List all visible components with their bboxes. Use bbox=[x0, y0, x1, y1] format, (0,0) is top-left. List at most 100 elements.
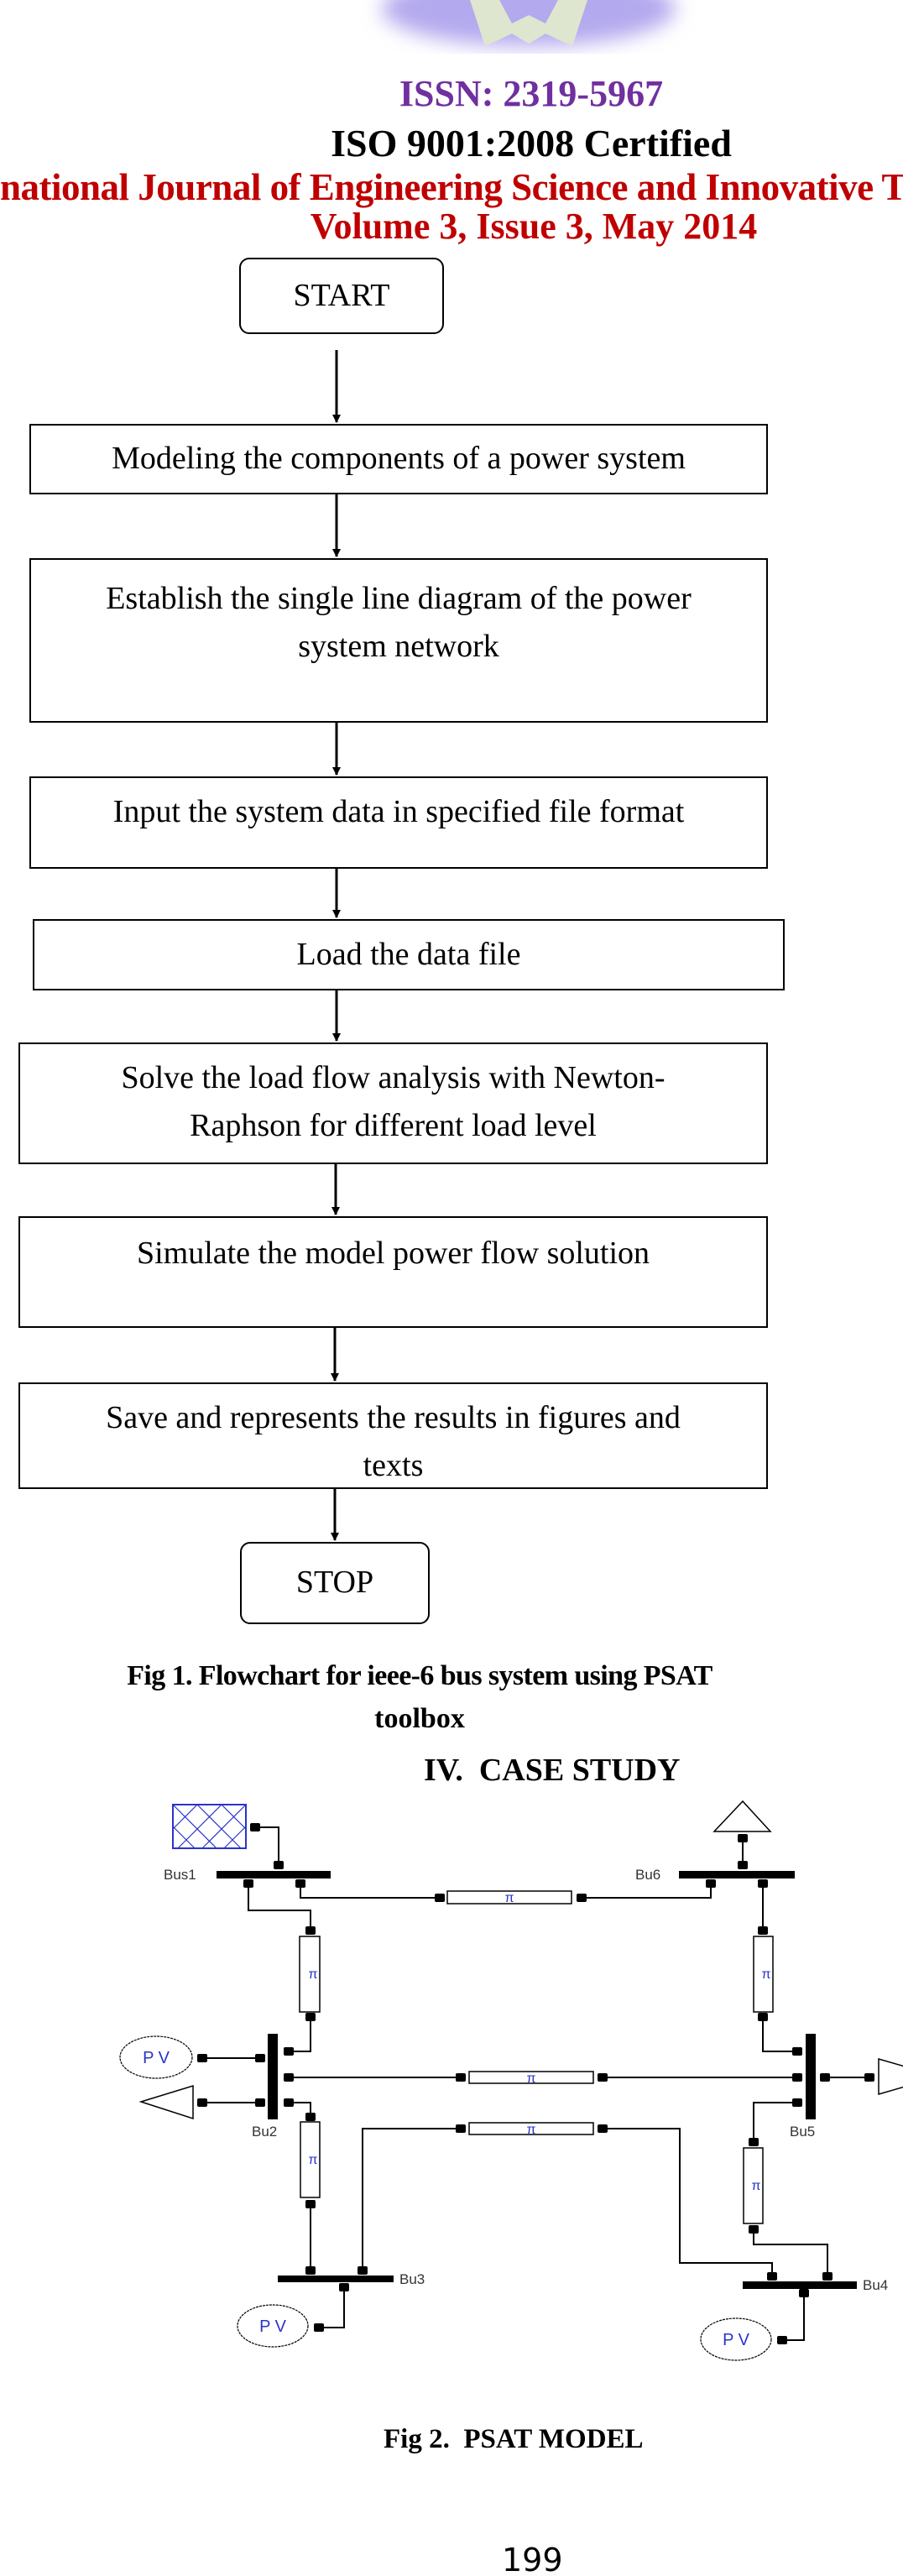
load-triangle-icon bbox=[138, 2084, 194, 2120]
step-text: Solve the load flow analysis with Newton… bbox=[121, 1060, 666, 1095]
flowchart-step-6: Simulate the model power flow solution bbox=[18, 1216, 768, 1328]
flowchart-step-5: Solve the load flow analysis with Newton… bbox=[18, 1042, 768, 1164]
port-connector-icon bbox=[456, 2073, 466, 2082]
transmission-line bbox=[299, 1936, 321, 2013]
wire bbox=[753, 2102, 797, 2142]
pi-line-icon: π bbox=[751, 2179, 760, 2193]
wire bbox=[753, 2229, 828, 2276]
port-connector-icon bbox=[598, 2124, 608, 2133]
transmission-line bbox=[446, 1890, 572, 1905]
port-connector-icon bbox=[305, 1926, 316, 1935]
iso-certification-text: ISO 9001:2008 Certified bbox=[331, 122, 732, 165]
transmission-line bbox=[300, 2121, 321, 2198]
psat-model-diagram: Bus1 Bu6 Bu2 Bu5 Bu3 Bu4 π π π π π π π bbox=[119, 1800, 903, 2361]
issn-text: ISSN: 2319-5967 bbox=[399, 73, 664, 114]
figure-1-caption: Fig 1. Flowchart for ieee-6 bus system u… bbox=[127, 1660, 712, 1691]
port-connector-icon bbox=[792, 2047, 802, 2056]
flowchart-arrows bbox=[331, 350, 341, 1541]
journal-logo-watermark bbox=[382, 0, 676, 46]
wire bbox=[260, 1826, 279, 1865]
port-connector-icon bbox=[255, 2098, 265, 2107]
port-connector-icon bbox=[295, 1879, 305, 1888]
port-connector-icon bbox=[738, 1861, 748, 1869]
wire bbox=[289, 2017, 311, 2052]
bus-bar-2 bbox=[268, 2034, 278, 2119]
pv-generator-icon bbox=[119, 2035, 193, 2079]
port-connector-icon bbox=[250, 1823, 260, 1831]
port-connector-icon bbox=[305, 2013, 316, 2021]
step-text: Raphson for different load level bbox=[190, 1108, 597, 1143]
wire bbox=[762, 2017, 797, 2052]
flowchart-step-4: Load the data file bbox=[33, 919, 785, 990]
transmission-line bbox=[743, 2147, 764, 2224]
load-triangle-icon bbox=[712, 1800, 772, 1832]
wire bbox=[300, 1884, 440, 1899]
pv-label: P V bbox=[259, 2317, 287, 2336]
port-connector-icon bbox=[598, 2073, 608, 2082]
port-connector-icon bbox=[243, 1879, 253, 1888]
start-label: START bbox=[293, 278, 390, 313]
port-connector-icon bbox=[197, 2054, 207, 2062]
wires bbox=[202, 1826, 869, 2341]
bus-label: Bu3 bbox=[399, 2271, 425, 2287]
stop-label: STOP bbox=[295, 1565, 374, 1600]
step-text: Input the system data in specified file … bbox=[112, 794, 685, 829]
port-connector-icon bbox=[758, 2013, 768, 2021]
port-connector-icon bbox=[456, 2124, 466, 2133]
step-text: Load the data file bbox=[296, 937, 521, 972]
pv-label: P V bbox=[143, 2049, 170, 2067]
bus-bar-1 bbox=[217, 1871, 331, 1878]
port-connector-icon bbox=[758, 1926, 768, 1935]
bus-label: Bus1 bbox=[164, 1867, 196, 1883]
bus-label: Bu4 bbox=[863, 2277, 888, 2293]
wire bbox=[582, 1884, 712, 1899]
port-connector-icon bbox=[864, 2073, 874, 2082]
port-connector-icon bbox=[197, 2098, 207, 2107]
bus-bar-6 bbox=[679, 1871, 795, 1878]
port-connector-icon bbox=[822, 2272, 833, 2281]
bus-bar-5 bbox=[806, 2034, 816, 2119]
step-text: Save and represents the results in figur… bbox=[106, 1400, 681, 1435]
bus-label: Bu2 bbox=[252, 2124, 277, 2140]
port-connector-icon bbox=[577, 1894, 587, 1902]
port-connector-icon bbox=[284, 2073, 294, 2082]
flowchart-step-2: Establish the single line diagram of the… bbox=[29, 558, 768, 723]
wire bbox=[319, 2287, 345, 2328]
pi-line-icon: π bbox=[526, 2072, 535, 2086]
port-connector-icon bbox=[792, 2073, 802, 2082]
wire bbox=[782, 2293, 805, 2341]
port-connector-icon bbox=[749, 2138, 759, 2146]
figure-2-caption: Fig 2. PSAT MODEL bbox=[384, 2424, 644, 2454]
page-number: 199 bbox=[502, 2542, 563, 2576]
pv-generator-icon bbox=[700, 2317, 772, 2361]
port-connector-icon bbox=[706, 1879, 716, 1888]
port-connector-icon bbox=[274, 1861, 284, 1869]
bus-label: Bu6 bbox=[635, 1867, 660, 1883]
section-heading: IV. CASE STUDY bbox=[424, 1753, 681, 1788]
step-text: Establish the single line diagram of the… bbox=[106, 581, 692, 616]
port-connector-icon bbox=[314, 2323, 324, 2332]
flowchart-start: START bbox=[239, 258, 444, 334]
figure-1-caption-line2: toolbox bbox=[374, 1703, 465, 1734]
transmission-line bbox=[468, 2122, 594, 2135]
port-connector-icon bbox=[738, 1834, 748, 1842]
pv-generator-icon bbox=[237, 2304, 309, 2348]
flowchart-step-3: Input the system data in specified file … bbox=[29, 776, 768, 869]
step-text: texts bbox=[363, 1448, 424, 1483]
wire bbox=[603, 2128, 773, 2276]
step-text: Simulate the model power flow solution bbox=[136, 1236, 650, 1271]
port-connector-icon bbox=[799, 2289, 809, 2297]
pi-line-icon: π bbox=[308, 1967, 317, 1982]
wire bbox=[362, 2128, 461, 2270]
transmission-line bbox=[753, 1936, 774, 2013]
bus-label: Bu5 bbox=[790, 2124, 815, 2140]
port-connector-icon bbox=[358, 2266, 368, 2275]
port-connector-icon bbox=[767, 2272, 777, 2281]
port-connector-icon bbox=[305, 2200, 316, 2208]
port-connector-icon bbox=[758, 1879, 768, 1888]
port-connector-icon bbox=[792, 2098, 802, 2107]
flowchart-stop: STOP bbox=[240, 1542, 430, 1624]
port-connector-icon bbox=[435, 1894, 445, 1902]
port-connector-icon bbox=[255, 2054, 265, 2062]
